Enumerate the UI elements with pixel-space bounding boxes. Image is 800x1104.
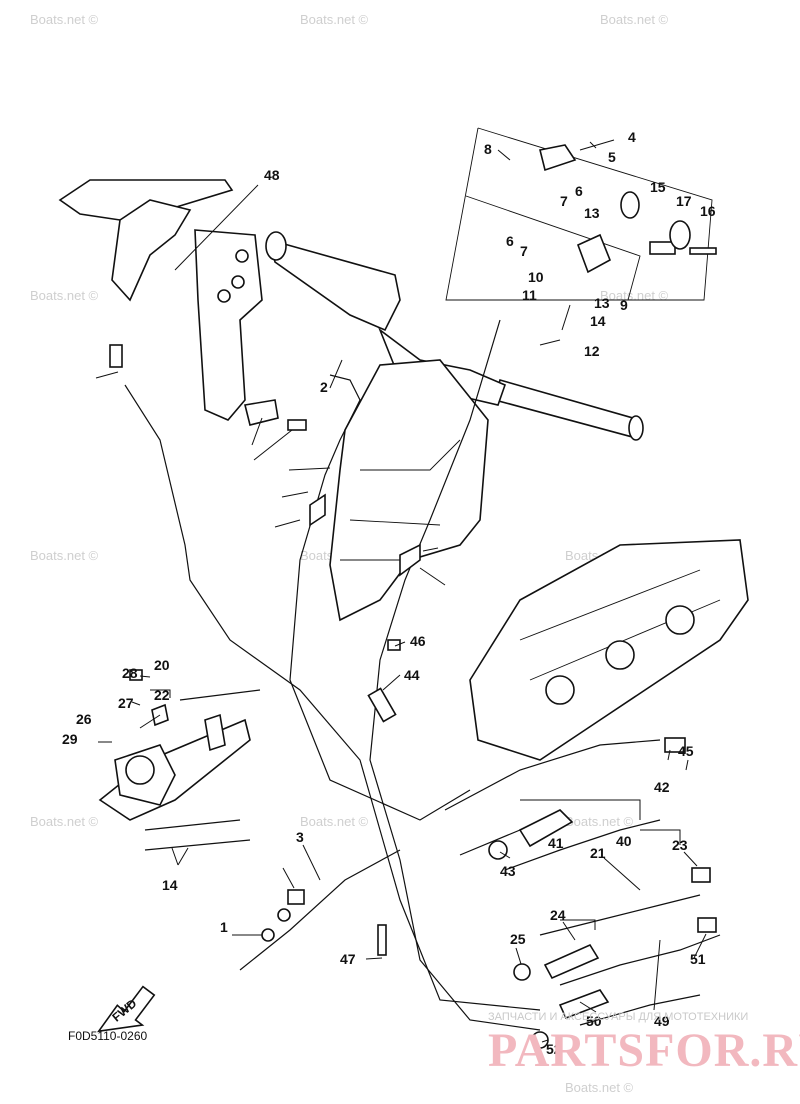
boot-50 [399,543,421,577]
callout-15: 13 [584,205,600,221]
group-brackets [150,689,681,930]
washer-49 [261,928,275,942]
callout-22: 23 [672,837,688,853]
cable-end-33 [367,687,397,723]
watermark: Boats.net © [30,548,99,563]
fitting-40 [697,917,717,933]
callout-29: 40 [616,833,632,849]
fwd-arrow: FWD [96,985,156,1033]
callout-40: 51 [690,951,706,967]
callout-4: 4 [628,129,636,145]
callout-32: 43 [500,863,516,879]
watermark: Boats.net © [30,288,99,303]
callout-25: 26 [76,711,92,727]
nut-27 [129,669,143,681]
watermark: Boats.net © [600,12,669,27]
callout-41: 52 [546,1041,562,1057]
fitting-31 [664,737,686,753]
callout-24: 25 [510,931,526,947]
engine-block [469,539,749,761]
callout-23: 24 [550,907,566,923]
callout-26: 27 [118,695,134,711]
callout-19: 17 [676,193,692,209]
callout-36: 47 [340,951,356,967]
callout-11: 11 [522,287,537,303]
callout-14: 14 [590,313,606,329]
callout-16: 14 [162,877,178,893]
watermark: Boats.net © [565,1080,634,1095]
fitting-22 [691,867,711,883]
callout-3: 3 [296,829,304,845]
switch-housing [539,144,577,172]
handlebar-switch-group-box [445,127,713,301]
callouts: 4 5 8 6 7 13 6 7 15 17 16 10 11 13 9 14 … [62,129,716,1057]
callout-12: 12 [584,343,600,359]
brand-name: PARTSFOR.RU [488,1024,800,1077]
grip-end [620,191,640,219]
callout-31: 42 [654,779,670,795]
callout-9: 9 [620,297,628,313]
fitting-30 [518,809,574,848]
watermark: Boats.net © [30,814,99,829]
tie-36 [377,924,387,956]
clamp-43 [244,399,279,426]
washer-48 [277,908,291,922]
callout-13: 13 [594,295,610,311]
watermark: Boats.net © [600,288,669,303]
callout-27: 28 [122,665,138,681]
brand-tagline: ЗАПЧАСТИ И АКСЕССУАРЫ ДЛЯ МОТОТЕХНИКИ [488,1011,748,1023]
nut-24 [513,963,531,981]
callout-18: 16 [700,203,716,219]
cable-bracket-assembly [98,713,251,821]
callout-20: 21 [590,845,606,861]
callout-17: 15 [650,179,666,195]
small-parts [109,144,717,1049]
callout-35: 46 [410,633,426,649]
callout-6: 6 [506,233,514,249]
throttle-lever [58,179,263,421]
leader-lines [95,139,707,1043]
throttle-housing [576,233,612,274]
callout-33: 44 [404,667,420,683]
callout-28: 29 [62,731,78,747]
callout-37: 48 [264,167,280,183]
nut-32 [488,840,508,860]
grommet-47 [287,889,305,905]
callout-34: 45 [678,743,694,759]
callout-30: 41 [548,835,564,851]
callout-21: 22 [154,687,170,703]
fwd-arrow-shape [96,985,156,1033]
callout-20: 20 [154,657,170,673]
screw-18 [689,247,717,255]
watermark: Boats.net © [565,814,634,829]
watermark: Boats.net © [300,12,369,27]
diagram-code: F0D5110-0260 [68,1029,147,1043]
watermark: Boats.net © [300,814,369,829]
fitting-23 [543,943,600,980]
callout-1: 1 [220,919,228,935]
callout-7: 7 [560,193,568,209]
boot-45 [309,493,326,527]
cables [124,319,721,1031]
cap-19 [669,220,691,250]
callout-2: 2 [320,379,328,395]
clip-35 [387,639,401,651]
pin-17 [649,241,676,255]
callout-39: 50 [586,1013,602,1029]
callout-6: 6 [575,183,583,199]
cable-end-42 [109,344,123,368]
callout-8: 8 [484,141,492,157]
callout-10: 10 [528,269,544,285]
bolt-44 [287,419,307,431]
callout-5: 5 [608,149,616,165]
callout-7: 7 [520,243,528,259]
brand-watermark: ЗАПЧАСТИ И АКСЕССУАРЫ ДЛЯ МОТОТЕХНИКИ PA… [488,1011,800,1077]
callout-38: 49 [654,1013,670,1029]
steering-column [329,359,489,622]
watermark: Boats.net © [30,12,99,27]
